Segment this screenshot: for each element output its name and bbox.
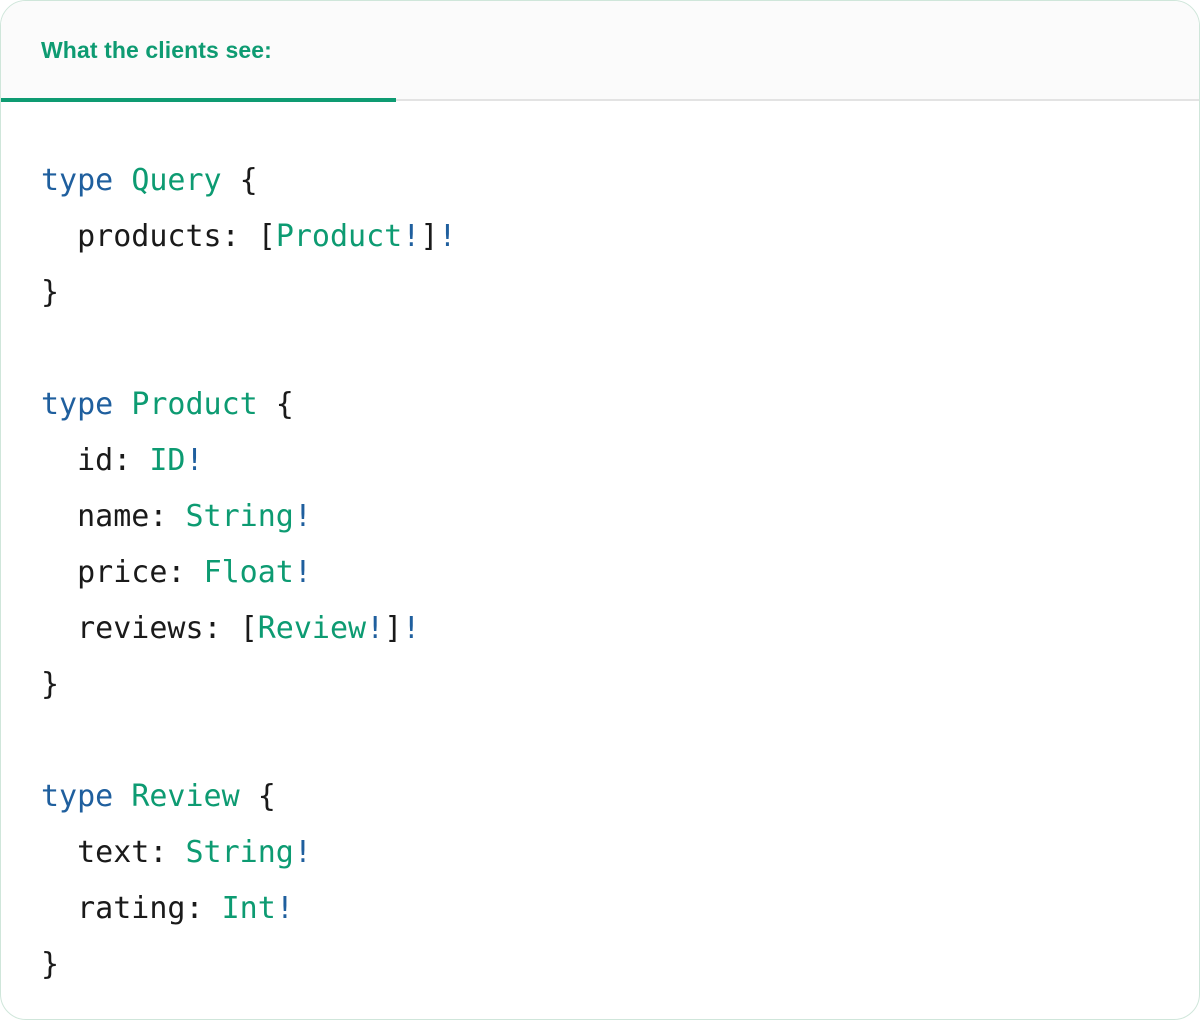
code-token-punc: { xyxy=(257,387,294,422)
code-line: text: String! xyxy=(41,825,1199,881)
code-token-punc: ] xyxy=(420,219,439,254)
code-token-bang: ! xyxy=(293,835,312,870)
code-token-punc: { xyxy=(239,779,276,814)
code-token-bang: ! xyxy=(293,555,312,590)
code-token-tname: Int xyxy=(221,891,276,926)
code-token-tname: Product xyxy=(275,219,403,254)
code-token-kw: type xyxy=(41,387,114,422)
code-token-bang: ! xyxy=(402,611,421,646)
code-token-bang: ! xyxy=(402,219,421,254)
code-line: name: String! xyxy=(41,489,1199,545)
code-token-punc: ] xyxy=(384,611,403,646)
code-token-tname: String xyxy=(185,499,294,534)
code-line: price: Float! xyxy=(41,545,1199,601)
code-token-fld: products: xyxy=(41,219,258,254)
code-token-kw: type xyxy=(41,779,114,814)
code-token-bang: ! xyxy=(293,499,312,534)
code-line: reviews: [Review!]! xyxy=(41,601,1199,657)
code-token-tname: Float xyxy=(203,555,294,590)
code-token-kw: type xyxy=(41,163,114,198)
code-token-punc: } xyxy=(41,275,60,310)
code-token-tname: String xyxy=(185,835,294,870)
code-token-bang: ! xyxy=(185,443,204,478)
code-line: id: ID! xyxy=(41,433,1199,489)
code-token-tname: Query xyxy=(131,163,222,198)
code-token-bang: ! xyxy=(438,219,457,254)
code-line: } xyxy=(41,265,1199,321)
code-line: type Review { xyxy=(41,769,1199,825)
code-line: ​ xyxy=(41,321,1199,377)
tab-label: What the clients see: xyxy=(41,36,272,63)
code-token-punc: [ xyxy=(257,219,276,254)
code-token-fld: reviews: xyxy=(41,611,240,646)
code-line: type Query { xyxy=(41,153,1199,209)
code-token-tname: Review xyxy=(257,611,367,646)
code-token-bang: ! xyxy=(366,611,385,646)
tab-bar: What the clients see: xyxy=(1,1,1199,102)
code-token-punc xyxy=(113,387,131,422)
graphql-schema-code: type Query { products: [Product!]!}​type… xyxy=(1,131,1199,993)
code-token-tname: ID xyxy=(149,443,186,478)
code-token-punc: } xyxy=(41,667,60,702)
code-line: products: [Product!]! xyxy=(41,209,1199,265)
code-token-punc: [ xyxy=(239,611,258,646)
code-token-fld: rating: xyxy=(41,891,222,926)
tab-what-the-clients-see[interactable]: What the clients see: xyxy=(1,1,396,102)
code-token-punc xyxy=(113,779,131,814)
code-line: } xyxy=(41,937,1199,993)
code-line: ​ xyxy=(41,713,1199,769)
code-token-fld: id: xyxy=(41,443,150,478)
code-token-bang: ! xyxy=(275,891,294,926)
code-token-tname: Product xyxy=(131,387,258,422)
code-token-tname: Review xyxy=(131,779,240,814)
code-line: rating: Int! xyxy=(41,881,1199,937)
code-token-punc: { xyxy=(221,163,258,198)
code-line: } xyxy=(41,657,1199,713)
code-token-punc: } xyxy=(41,947,60,982)
code-token-fld: name: xyxy=(41,499,186,534)
code-token-fld: text: xyxy=(41,835,186,870)
code-token-fld: price: xyxy=(41,555,204,590)
code-line: type Product { xyxy=(41,377,1199,433)
code-token-punc xyxy=(113,163,131,198)
